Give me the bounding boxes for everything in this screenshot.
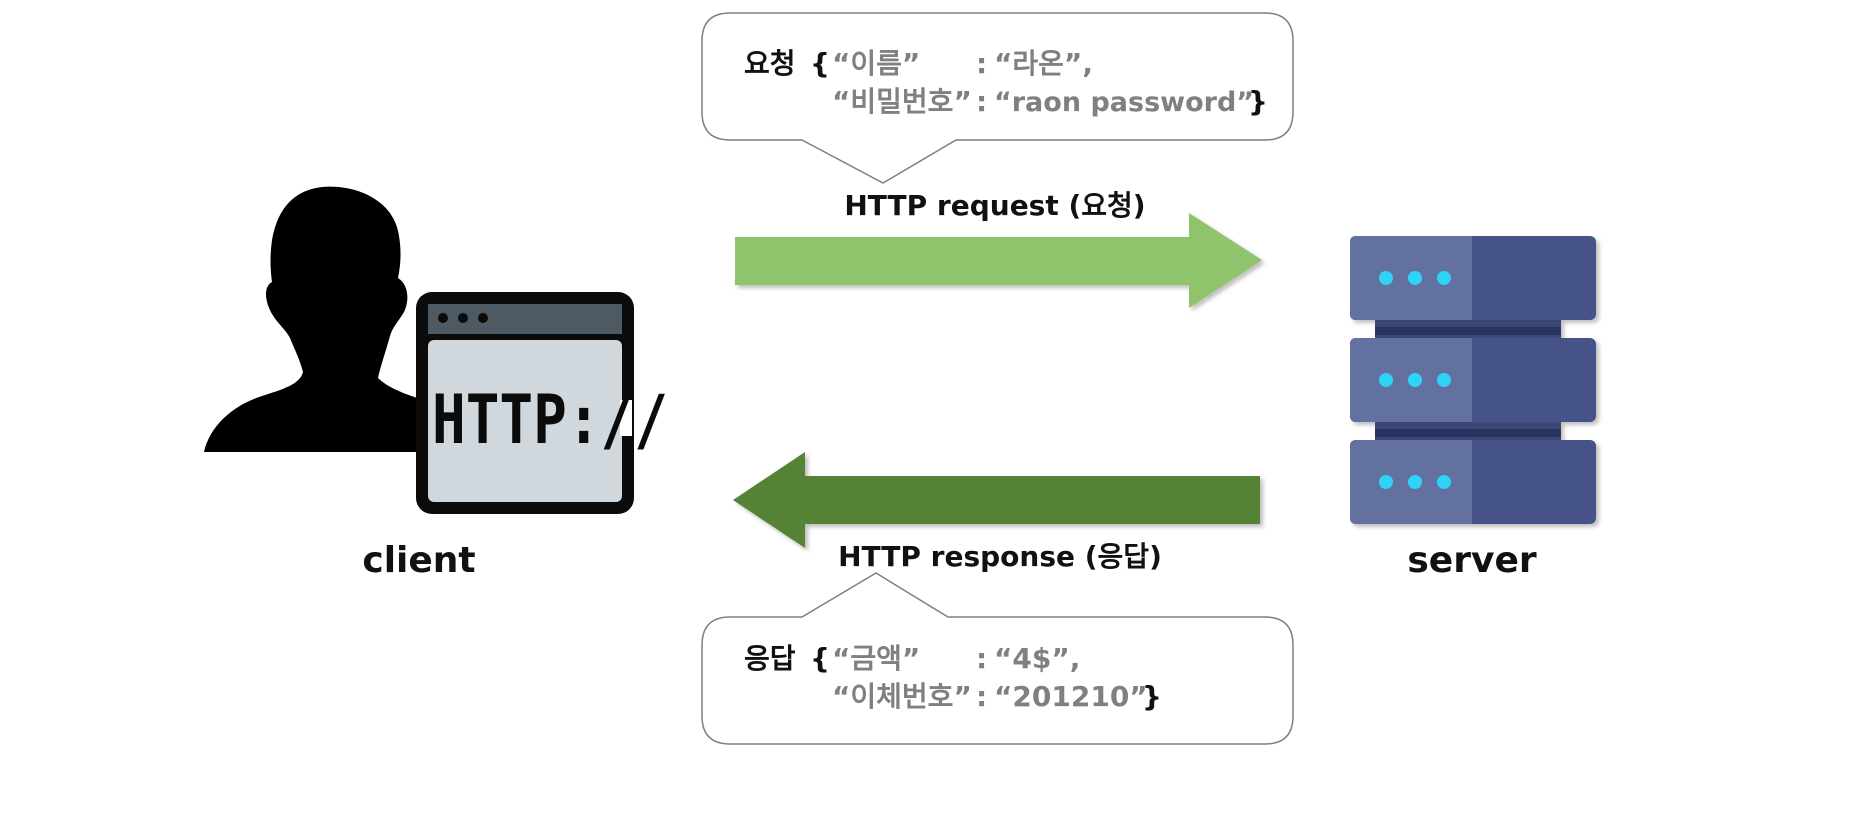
response-bubble: 응답 { “금액” : “4$”, “이체번호” : “201210” } <box>701 572 1294 745</box>
server-led-icon <box>1437 475 1451 489</box>
request-key-name: “이름” <box>832 47 920 80</box>
request-bubble-shape <box>701 12 1294 184</box>
client-label: client <box>362 540 475 581</box>
request-open-brace: { <box>810 47 830 80</box>
server-unit <box>1350 338 1596 422</box>
server-unit <box>1350 236 1596 320</box>
server-led-icon <box>1437 271 1451 285</box>
server-led-icon <box>1437 373 1451 387</box>
request-key-password: “비밀번호” <box>832 85 972 118</box>
response-keyword: 응답 <box>744 642 796 675</box>
server-led-icon <box>1408 475 1422 489</box>
response-label: HTTP response (응답) <box>838 540 1162 573</box>
browser-http-icon: HTTP:// <box>416 292 668 514</box>
server-unit <box>1350 440 1596 524</box>
response-close-brace: } <box>1142 680 1162 713</box>
response-key-amount: “금액” <box>832 642 920 675</box>
browser-dot-icon <box>478 313 488 323</box>
response-bubble-shape <box>701 572 1294 745</box>
request-label: HTTP request (요청) <box>844 189 1145 222</box>
person-silhouette-icon <box>204 186 498 452</box>
server-led-icon <box>1379 271 1393 285</box>
response-colon-1: : <box>976 642 987 675</box>
server-led-icon <box>1408 373 1422 387</box>
response-value-amount: “4$”, <box>994 642 1080 675</box>
request-arrow <box>735 213 1262 308</box>
request-close-brace: } <box>1248 85 1268 118</box>
response-arrow <box>733 452 1260 548</box>
server-label: server <box>1407 540 1536 581</box>
server-led-icon <box>1379 373 1393 387</box>
browser-dot-icon <box>438 313 448 323</box>
request-value-password: “raon password” <box>994 87 1254 118</box>
request-bubble: 요청 { “이름” : “라온”, “비밀번호” : “raon passwor… <box>701 12 1294 184</box>
request-colon-1: : <box>976 47 987 80</box>
browser-http-text: HTTP:// <box>432 381 668 460</box>
browser-dot-icon <box>458 313 468 323</box>
server-rack-icon <box>1350 236 1596 524</box>
response-open-brace: { <box>810 642 830 675</box>
request-value-name: “라온”, <box>994 47 1093 80</box>
response-key-transfer: “이체번호” <box>832 680 972 713</box>
request-colon-2: : <box>976 85 987 118</box>
request-keyword: 요청 <box>744 47 796 80</box>
server-led-icon <box>1408 271 1422 285</box>
server-led-icon <box>1379 475 1393 489</box>
response-colon-2: : <box>976 680 987 713</box>
response-value-transfer: “201210” <box>994 680 1148 713</box>
